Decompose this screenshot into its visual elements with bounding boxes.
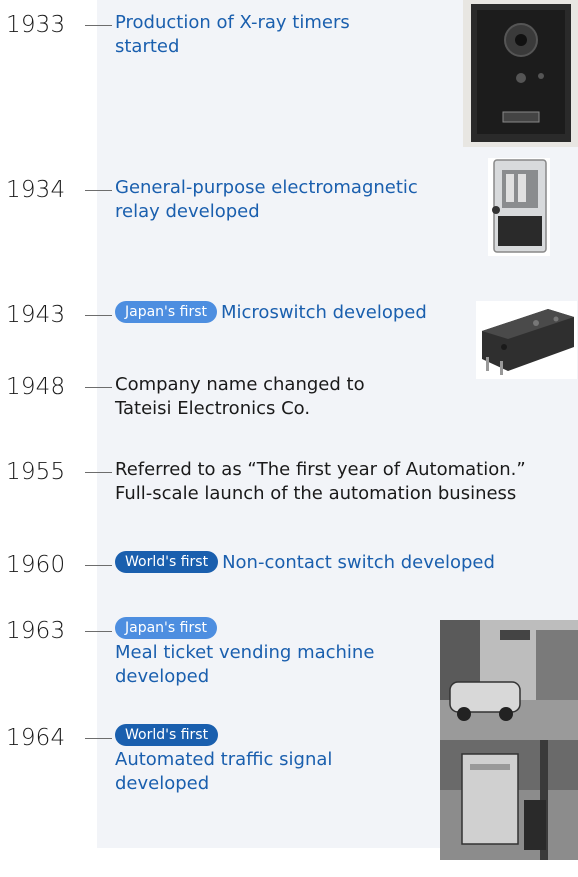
- timeline-tick: [85, 315, 112, 316]
- electromagnetic-relay-photo: [488, 158, 550, 256]
- microswitch-photo: [476, 301, 577, 379]
- worlds-first-badge: World's first: [115, 724, 219, 746]
- year-label: 1960: [6, 552, 66, 578]
- year-label: 1955: [6, 459, 66, 485]
- event-line: Non-contact switch developed: [222, 552, 495, 573]
- event-line: developed: [115, 773, 210, 794]
- event-description: Referred to as “The first year of Automa…: [115, 458, 526, 506]
- year-label: 1934: [6, 177, 66, 203]
- timeline-tick: [85, 472, 112, 473]
- event-line: Microswitch developed: [221, 302, 427, 323]
- year-label: 1943: [6, 302, 66, 328]
- event-line: Referred to as “The first year of Automa…: [115, 459, 526, 480]
- event-line: Company name changed to: [115, 374, 365, 395]
- event-line: Tateisi Electronics Co.: [115, 398, 311, 419]
- street-scene-photo: [440, 620, 578, 740]
- xray-timer-photo: [463, 0, 578, 147]
- japans-first-badge: Japan's first: [115, 301, 217, 323]
- event-line: Meal ticket vending machine: [115, 642, 375, 663]
- timeline-tick: [85, 738, 112, 739]
- event-description: Japan's first Meal ticket vending machin…: [115, 617, 374, 689]
- timeline-tick: [85, 190, 112, 191]
- worlds-first-badge: World's first: [115, 551, 219, 573]
- event-line: Automated traffic signal: [115, 749, 333, 770]
- traffic-signal-controller-photo: [440, 740, 578, 860]
- event-description: World's first Automated traffic signal d…: [115, 724, 332, 796]
- japans-first-badge: Japan's first: [115, 617, 217, 639]
- year-label: 1933: [6, 12, 66, 38]
- timeline-tick: [85, 387, 112, 388]
- event-description: General-purpose electromagnetic relay de…: [115, 176, 418, 224]
- event-line: relay developed: [115, 201, 260, 222]
- timeline-tick: [85, 25, 112, 26]
- event-line: started: [115, 36, 180, 57]
- event-description: Production of X-ray timers started: [115, 11, 350, 59]
- year-label: 1964: [6, 725, 66, 751]
- event-line: developed: [115, 666, 210, 687]
- timeline-tick: [85, 565, 112, 566]
- timeline-tick: [85, 631, 112, 632]
- event-line: General-purpose electromagnetic: [115, 177, 418, 198]
- year-label: 1948: [6, 374, 66, 400]
- event-description: Company name changed to Tateisi Electron…: [115, 373, 365, 421]
- year-label: 1963: [6, 618, 66, 644]
- event-line: Full-scale launch of the automation busi…: [115, 483, 517, 504]
- event-line: Production of X-ray timers: [115, 12, 350, 33]
